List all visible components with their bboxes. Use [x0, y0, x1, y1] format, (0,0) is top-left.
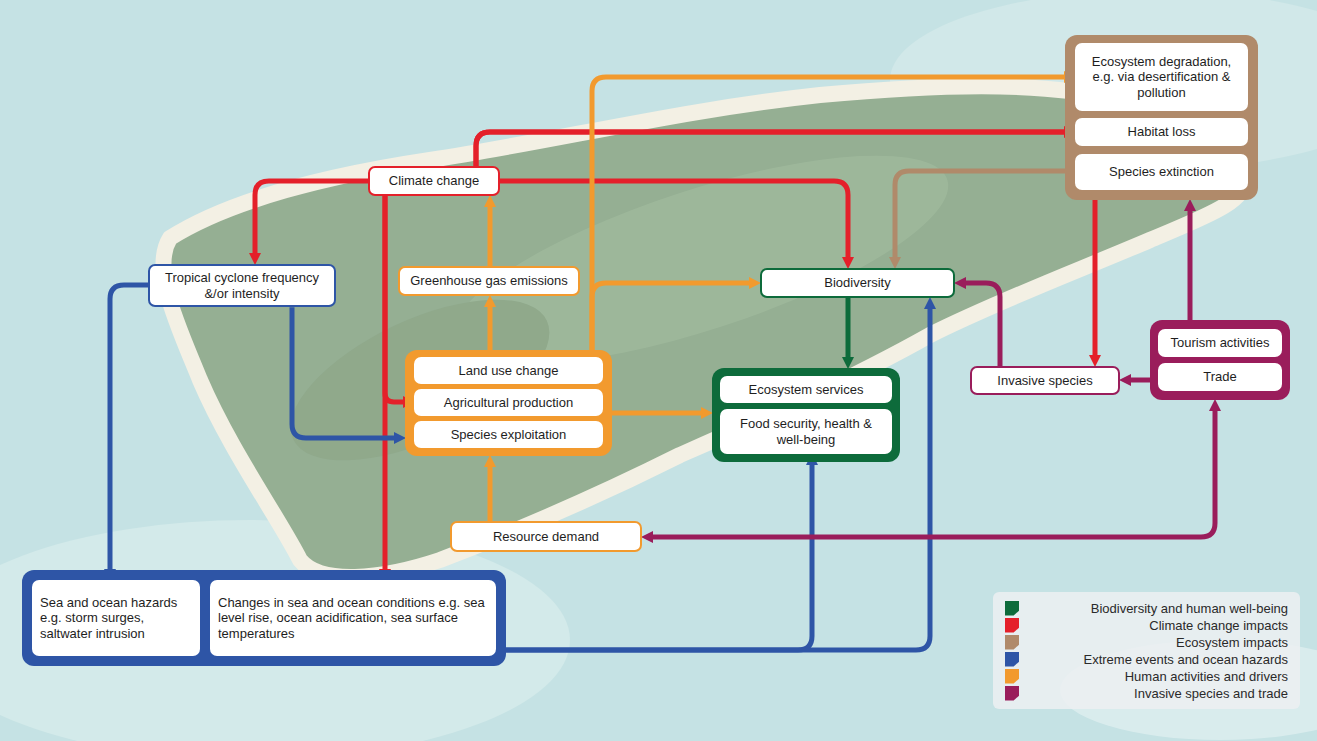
legend-label: Invasive species and trade [1134, 686, 1288, 701]
connector-arrow [488, 307, 493, 350]
process-box: Sea and ocean hazards e.g. storm surges,… [32, 580, 200, 656]
connector-arrow [385, 196, 403, 402]
process-box: Species exploitation [414, 421, 603, 448]
process-box: Ecosystem degradation, e.g. via desertif… [1075, 43, 1248, 111]
connector-arrow [476, 132, 1064, 166]
process-box: Invasive species [970, 366, 1120, 395]
connector-arrow [292, 307, 394, 438]
process-box: Species extinction [1075, 154, 1248, 190]
node-label: Species exploitation [451, 427, 567, 443]
legend-panel: Biodiversity and human well-beingClimate… [993, 592, 1300, 709]
legend-label: Human activities and drivers [1125, 669, 1288, 684]
legend-row: Invasive species and trade [1005, 685, 1288, 701]
node-label: Climate change [389, 173, 479, 189]
process-box: Tourism activities [1158, 329, 1282, 357]
connector-arrow [966, 283, 1000, 366]
process-box: Tropical cyclone frequency &/or intensit… [148, 264, 336, 307]
connector-arrow [592, 283, 749, 350]
legend-swatch [1005, 601, 1019, 616]
node-label: Habitat loss [1128, 124, 1196, 140]
node-label: Sea and ocean hazards e.g. storm surges,… [40, 595, 192, 642]
process-box: Biodiversity [760, 268, 955, 298]
group-box: Ecosystem degradation, e.g. via desertif… [1065, 35, 1258, 200]
process-box: Climate change [368, 166, 500, 196]
group-box: Tourism activitiesTrade [1150, 320, 1290, 400]
node-label: Changes in sea and ocean conditions e.g.… [218, 595, 488, 642]
node-label: Resource demand [493, 529, 599, 545]
process-box: Changes in sea and ocean conditions e.g.… [210, 580, 496, 656]
connector-arrow [110, 285, 148, 569]
process-box: Ecosystem services [720, 376, 892, 403]
connector-arrow [1188, 211, 1193, 320]
legend-swatch [1005, 686, 1019, 701]
legend-row: Biodiversity and human well-being [1005, 600, 1288, 616]
connector-arrow [255, 181, 368, 253]
connector-arrow [500, 181, 848, 257]
node-label: Invasive species [997, 373, 1092, 389]
connector-arrow [506, 465, 812, 650]
legend-row: Extreme events and ocean hazards [1005, 651, 1288, 667]
node-label: Species extinction [1109, 164, 1214, 180]
connector-arrow [488, 467, 493, 521]
group-box: Land use changeAgricultural productionSp… [405, 350, 612, 456]
legend-label: Ecosystem impacts [1176, 635, 1288, 650]
process-box: Habitat loss [1075, 118, 1248, 146]
process-box: Resource demand [450, 521, 642, 552]
legend-swatch [1005, 635, 1019, 650]
legend-label: Climate change impacts [1149, 618, 1288, 633]
legend-row: Human activities and drivers [1005, 668, 1288, 684]
connector-arrow [488, 207, 493, 266]
node-label: Greenhouse gas emissions [410, 273, 568, 289]
process-box: Agricultural production [414, 389, 603, 416]
node-label: Ecosystem degradation, e.g. via desertif… [1083, 54, 1240, 101]
node-label: Land use change [459, 363, 559, 379]
node-label: Biodiversity [824, 275, 890, 291]
connector-arrow [1131, 378, 1150, 383]
node-label: Trade [1203, 369, 1236, 385]
connector-arrow [592, 77, 1064, 350]
node-label: Ecosystem services [749, 382, 864, 398]
legend-label: Extreme events and ocean hazards [1083, 652, 1288, 667]
legend-swatch [1005, 618, 1019, 633]
connector-arrow [846, 298, 851, 357]
process-box: Greenhouse gas emissions [398, 266, 580, 296]
legend-row: Climate change impacts [1005, 617, 1288, 633]
group-box: Ecosystem servicesFood security, health … [712, 368, 900, 462]
connector-arrow [383, 196, 388, 569]
node-label: Tropical cyclone frequency &/or intensit… [158, 270, 326, 301]
legend-row: Ecosystem impacts [1005, 634, 1288, 650]
connector-arrow [612, 411, 701, 416]
node-label: Agricultural production [444, 395, 573, 411]
connector-arrow [895, 171, 1075, 257]
node-label: Tourism activities [1171, 335, 1270, 351]
process-box: Trade [1158, 363, 1282, 391]
legend-swatch [1005, 669, 1019, 684]
group-box: Sea and ocean hazards e.g. storm surges,… [22, 570, 506, 666]
node-label: Food security, health & well-being [728, 416, 884, 447]
legend-swatch [1005, 652, 1019, 667]
legend-label: Biodiversity and human well-being [1091, 601, 1288, 616]
process-box: Food security, health & well-being [720, 409, 892, 454]
process-box: Land use change [414, 357, 603, 384]
